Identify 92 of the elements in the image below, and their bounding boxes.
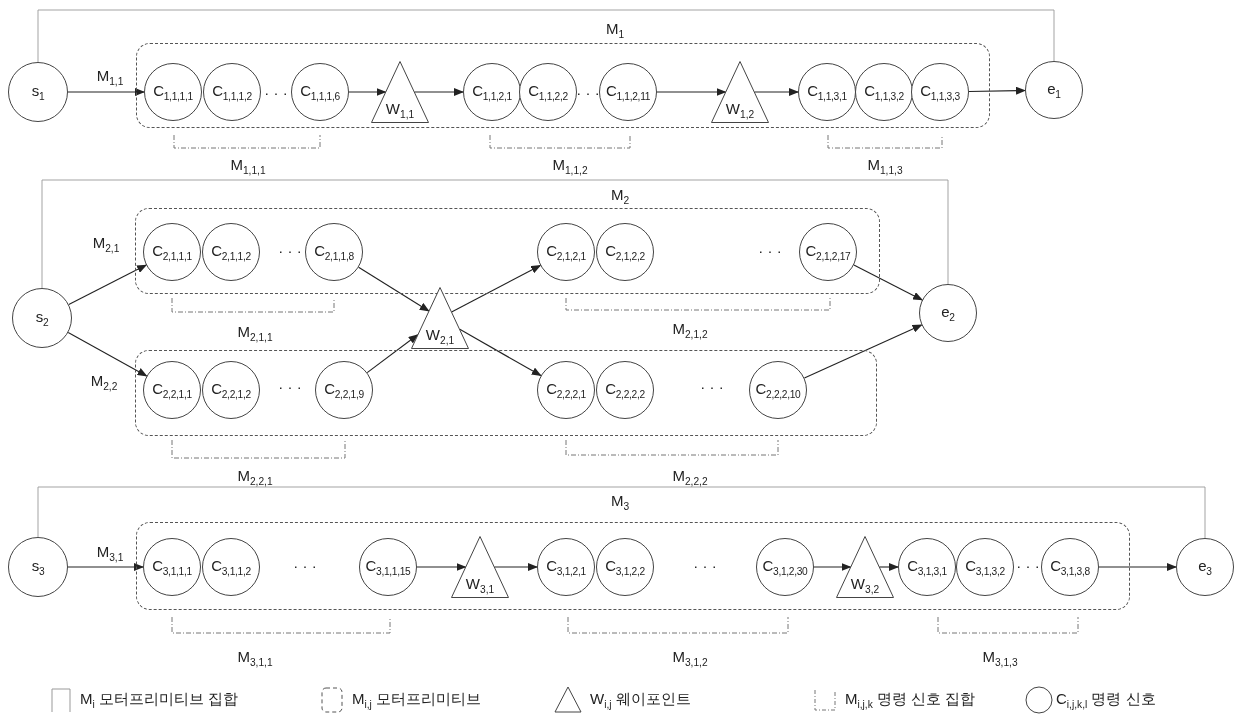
bracket-label: M$_{3,1,2}$ <box>672 648 708 668</box>
signal-circle: C$_{1,1,1,6}$ <box>291 63 349 121</box>
signal-circle: C$_{2,2,1,9}$ <box>315 361 373 419</box>
signal-circle: C$_{2,2,2,1}$ <box>537 361 595 419</box>
signal-circle: C$_{1,1,1,1}$ <box>144 63 202 121</box>
arrow <box>68 264 147 305</box>
ellipsis: · · · <box>293 556 317 574</box>
arrow <box>358 266 430 312</box>
signal-circle: C$_{2,2,1,2}$ <box>202 361 260 419</box>
signal-circle: C$_{1,1,3,1}$ <box>798 63 856 121</box>
bracket-label: M$_{2,2,2}$ <box>672 467 708 487</box>
bracket-label: M$_{3,1,3}$ <box>982 648 1018 668</box>
signal-circle: C$_{3,1,3,2}$ <box>956 538 1014 596</box>
arrow <box>348 88 387 96</box>
arrow <box>813 563 852 571</box>
arrow <box>493 563 538 571</box>
arrow <box>1098 563 1177 571</box>
signal-circle: C$_{2,2,2,2}$ <box>596 361 654 419</box>
arrow <box>656 88 727 96</box>
bracket-label: M$_{3,1,1}$ <box>237 648 273 668</box>
arrow <box>67 331 148 377</box>
arrow <box>67 88 145 96</box>
signal-circle: C$_{1,1,2,1}$ <box>463 63 521 121</box>
signal-circle: C$_{2,1,2,17}$ <box>799 223 857 281</box>
waypoint-triangle: W$_{1,2}$ <box>711 61 769 123</box>
waypoint-triangle: W$_{2,1}$ <box>411 287 469 349</box>
signal-circle: C$_{3,1,3,8}$ <box>1041 538 1099 596</box>
bracket-label: M$_{1,1,2}$ <box>552 156 588 176</box>
signal-circle: s$_{1}$ <box>8 62 68 122</box>
arrow <box>67 563 144 571</box>
arrow <box>753 88 799 96</box>
ellipsis: · · · <box>576 83 600 101</box>
ellipsis: · · · <box>693 556 717 574</box>
signal-circle: C$_{1,1,3,3}$ <box>911 63 969 121</box>
signal-circle: C$_{3,1,1,2}$ <box>202 538 260 596</box>
legend-label: M$_{i,j,k}$ 명령 신호 집합 <box>845 690 976 710</box>
bracket-label: M$_{2,1,2}$ <box>672 320 708 340</box>
signal-circle: C$_{3,1,2,1}$ <box>537 538 595 596</box>
bracket-label: M$_{1,1,1}$ <box>230 156 266 176</box>
bracket-label: M$_{2,1,1}$ <box>237 323 273 343</box>
signal-circle: C$_{2,1,2,1}$ <box>537 223 595 281</box>
signal-circle: C$_{2,1,1,1}$ <box>143 223 201 281</box>
ellipsis: · · · <box>278 377 302 395</box>
signal-circle: C$_{2,1,1,8}$ <box>305 223 363 281</box>
arrow <box>968 86 1026 95</box>
waypoint-triangle: W$_{3,1}$ <box>451 536 509 598</box>
signal-circle: C$_{1,1,2,11}$ <box>599 63 657 121</box>
ellipsis: · · · <box>278 241 302 259</box>
signal-circle: e$_{2}$ <box>919 284 977 342</box>
ellipsis: · · · <box>700 377 724 395</box>
signal-circle: C$_{2,2,1,1}$ <box>143 361 201 419</box>
legend-label: W$_{i,j}$ 웨이포인트 <box>590 690 691 710</box>
signal-circle: C$_{3,1,1,1}$ <box>143 538 201 596</box>
signal-circle: s$_{3}$ <box>8 537 68 597</box>
waypoint-triangle: W$_{3,2}$ <box>836 536 894 598</box>
dashed-group-box <box>136 522 1130 610</box>
signal-circle: C$_{3,1,2,30}$ <box>756 538 814 596</box>
signal-circle: C$_{3,1,1,15}$ <box>359 538 417 596</box>
arrow <box>803 324 923 379</box>
bracket-label: M$_{2,2,1}$ <box>237 467 273 487</box>
signal-circle: C$_{3,1,2,2}$ <box>596 538 654 596</box>
signal-circle: C$_{1,1,3,2}$ <box>855 63 913 121</box>
arrow <box>416 563 467 571</box>
arrow <box>853 264 923 301</box>
connector-line <box>41 179 949 289</box>
signal-circle: C$_{3,1,3,1}$ <box>898 538 956 596</box>
dashed-group-box <box>135 208 880 294</box>
signal-circle: C$_{2,1,2,2}$ <box>596 223 654 281</box>
legend-label: M$_{i,j}$ 모터프리미티브 <box>352 690 482 710</box>
ellipsis: · · · <box>264 83 288 101</box>
arrow <box>413 88 464 96</box>
arrow <box>366 334 419 374</box>
signal-circle: s$_{2}$ <box>12 288 72 348</box>
signal-circle: C$_{2,2,2,10}$ <box>749 361 807 419</box>
signal-circle: e$_{1}$ <box>1025 61 1083 119</box>
connector-line <box>37 9 1055 63</box>
arrow <box>459 328 542 377</box>
legend-label: M$_{i}$ 모터프리미티브 집합 <box>80 690 239 710</box>
dashed-group-box <box>135 350 877 436</box>
dashed-group-box <box>136 43 990 128</box>
waypoint-triangle: W$_{1,1}$ <box>371 61 429 123</box>
connector-line <box>37 486 1206 539</box>
bracket-label: M$_{1,1,3}$ <box>867 156 903 176</box>
signal-circle: C$_{2,1,1,2}$ <box>202 223 260 281</box>
legend-label: C$_{i,j,k,l}$ 명령 신호 <box>1056 690 1156 710</box>
ellipsis: · · · <box>758 241 782 259</box>
ellipsis: · · · <box>1016 556 1040 574</box>
arrow <box>878 563 899 571</box>
signal-circle: e$_{3}$ <box>1176 538 1234 596</box>
arrow <box>451 264 542 313</box>
signal-circle: C$_{1,1,1,2}$ <box>203 63 261 121</box>
signal-circle: C$_{1,1,2,2}$ <box>519 63 577 121</box>
